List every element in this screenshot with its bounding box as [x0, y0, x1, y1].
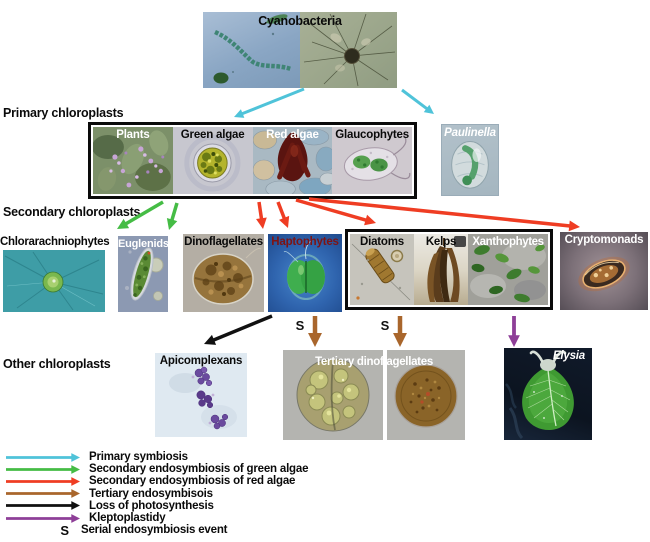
chlorarachniophytes-label: Chlorarachniophytes: [0, 236, 110, 248]
euglenids-photo: Euglenids: [118, 236, 168, 312]
red-algae-label: Red algae: [266, 129, 319, 141]
xanthophytes-label: Xanthophytes: [472, 236, 544, 248]
green-algae-label: Green algae: [180, 129, 245, 141]
legend-item-0: Primary symbiosis: [5, 451, 308, 463]
tertiary-dinoflagellate-photo-1: [283, 350, 383, 440]
serial-endosymbiosis-mark: S: [381, 318, 390, 333]
legend-arrow-icon: [6, 489, 80, 498]
red-algae-to-haptophytes-arrow: [276, 201, 290, 228]
haptophytes-label: Haptophytes: [271, 236, 339, 248]
glaucophytes-photo: Glaucophytes: [332, 127, 412, 194]
cyanobacteria-to-primary-arrow: [234, 87, 305, 118]
section-primary-chloroplasts: Primary chloroplasts: [3, 106, 124, 120]
legend-item-3: Tertiary endosymbisois: [5, 488, 308, 500]
legend-item-label: Kleptoplastidy: [89, 512, 166, 525]
xanthophytes-to-elysia-arrow: [508, 316, 520, 347]
dinoflagellates-label: Dinoflagellates: [184, 236, 263, 248]
tertiary-dinoflagellate-photo-2: [387, 350, 465, 440]
legend-item-label: Secondary endosymbiosis of red algae: [89, 475, 296, 488]
legend-item-label: Loss of photosynthesis: [89, 499, 214, 512]
legend-item-6: S Serial endosymbiosis event: [5, 522, 308, 538]
cryptomonads-label: Cryptomonads: [564, 234, 644, 246]
legend-item-label: Secondary endosymbiosis of green algae: [89, 463, 309, 476]
legend-arrow-icon: [6, 452, 80, 462]
legend-item-4: Loss of photosynthesis: [5, 500, 308, 512]
legend-arrow-icon: [6, 513, 80, 523]
diatoms-to-tertiary-arrow: [393, 316, 407, 347]
legend-arrow-icon: [6, 464, 80, 474]
xanthophytes-photo: Xanthophytes: [468, 234, 548, 305]
kelps-label: Kelps: [425, 236, 457, 248]
elysia-photo: Elysia: [504, 348, 592, 440]
legend-arrow-icon: [6, 501, 80, 511]
cyanobacteria-photo-radiate: [300, 12, 397, 88]
cryptomonads-photo: Cryptomonads: [560, 232, 648, 310]
plants-photo: Plants: [93, 127, 173, 194]
legend-item-label: Serial endosymbiosis event: [81, 524, 228, 537]
red-algae-photo: Red algae: [252, 127, 333, 194]
kelps-photo: Kelps: [414, 234, 468, 305]
legend-item-1: Secondary endosymbiosis of green algae: [5, 463, 308, 475]
legend-item-label: Tertiary endosymbisois: [89, 487, 213, 500]
red-algae-to-cryptomonads-arrow: [308, 197, 580, 232]
stramenopiles-group-box: Diatoms Kelps: [345, 229, 553, 310]
apicomplexans-photo: Apicomplexans: [155, 353, 247, 437]
legend-arrow-icon: [6, 477, 80, 486]
green-algae-to-euglenids-arrow: [166, 202, 179, 230]
section-other-chloroplasts: Other chloroplasts: [3, 357, 111, 371]
green-algae-photo: Green algae: [172, 127, 253, 194]
red-algae-to-diatoms-group-arrow: [295, 198, 376, 226]
red-algae-to-dinoflagellates-arrow: [256, 201, 267, 229]
legend-serial-symbol: S: [60, 522, 69, 538]
serial-endosymbiosis-mark: S: [296, 318, 305, 333]
paulinella-label: Paulinella: [444, 127, 496, 139]
elysia-label: Elysia: [552, 350, 585, 362]
apicomplexans-label: Apicomplexans: [159, 355, 243, 367]
dinoflagellates-to-apicomplexans-arrow: [204, 314, 273, 345]
legend-item-5: Kleptoplastidy: [5, 512, 308, 524]
euglenids-label: Euglenids: [118, 238, 168, 250]
section-secondary-chloroplasts: Secondary chloroplasts: [3, 205, 141, 219]
glaucophytes-label: Glaucophytes: [335, 129, 409, 141]
haptophytes-photo: Haptophytes: [268, 234, 342, 312]
cyanobacteria-to-paulinella-arrow: [401, 88, 434, 114]
tertiary-dinoflagellates-label: Tertiary dinoflagellates: [315, 356, 433, 368]
primary-chloroplasts-group-box: Plants Green algae: [88, 122, 417, 199]
chlorarachniophytes-photo: [3, 250, 105, 312]
paulinella-photo: Paulinella: [441, 124, 499, 196]
cyanobacteria-photo-filament: [203, 12, 300, 88]
legend-item-label: Primary symbiosis: [89, 451, 188, 464]
cyanobacteria-label: Cyanobacteria: [258, 14, 342, 28]
plants-label: Plants: [116, 129, 150, 141]
dinoflagellates-photo: Dinoflagellates: [183, 234, 264, 312]
legend-item-2: Secondary endosymbiosis of red algae: [5, 475, 308, 487]
diatoms-photo: Diatoms: [350, 234, 414, 305]
diatoms-label: Diatoms: [360, 236, 404, 248]
haptophytes-to-tertiary-arrow: [308, 316, 322, 347]
